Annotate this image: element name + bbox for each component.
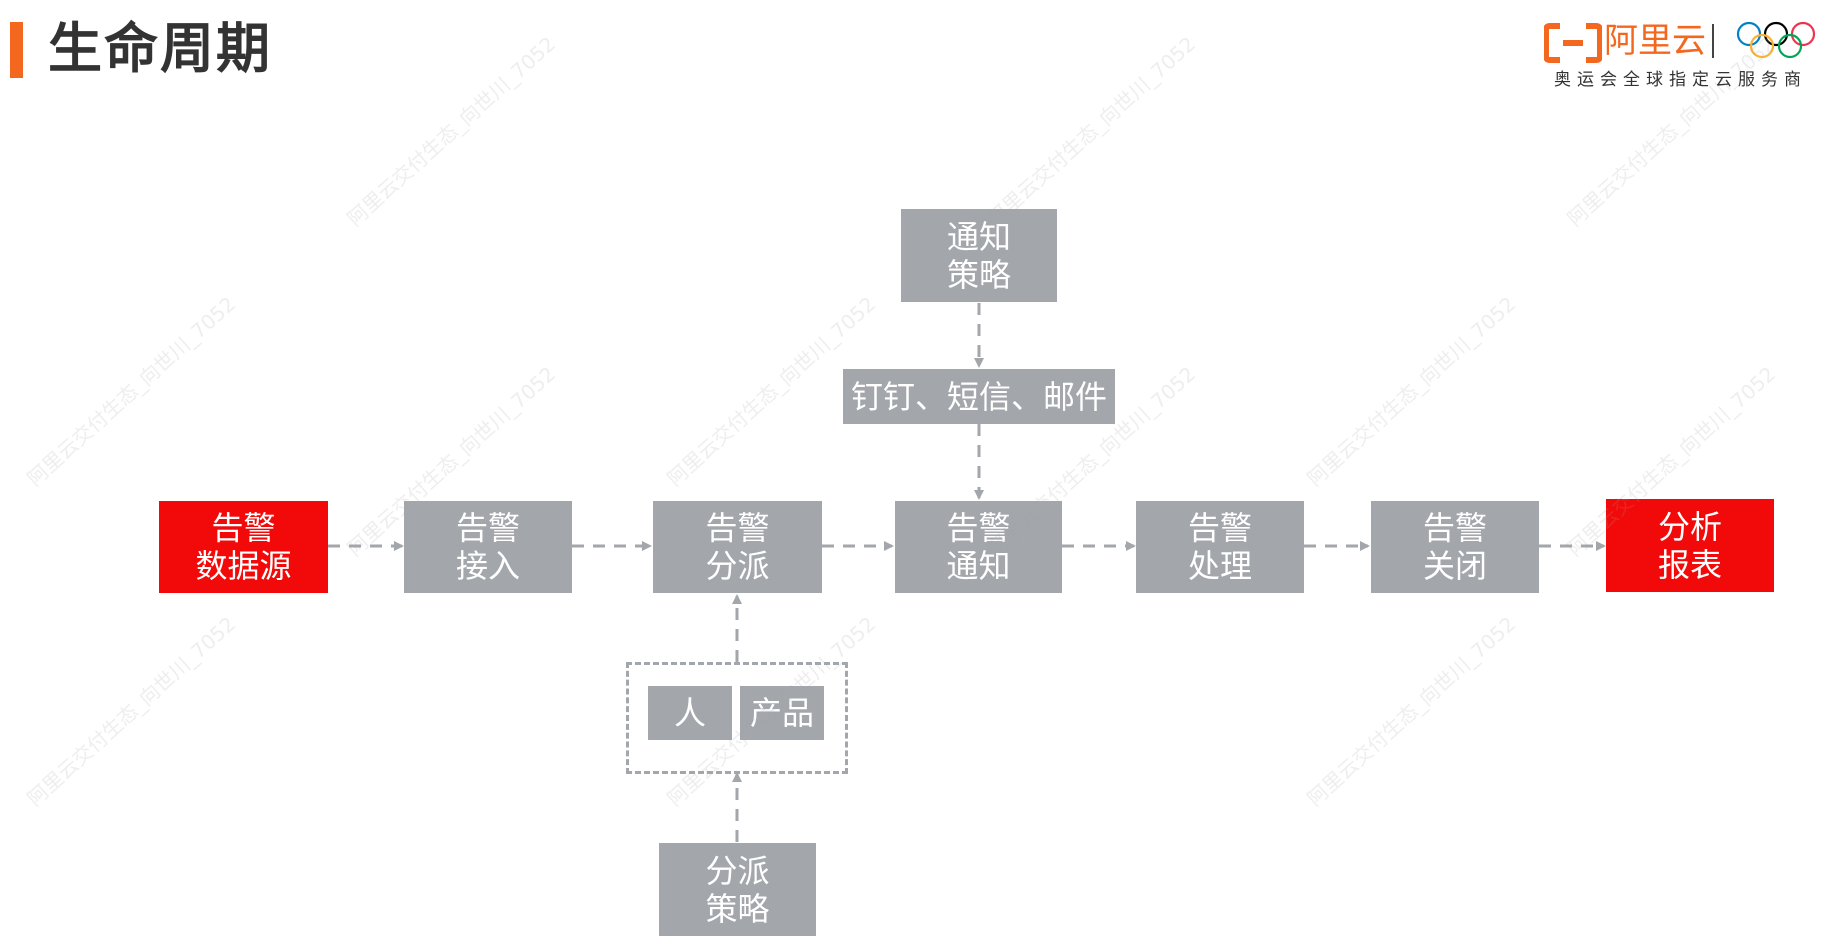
node-alert-handle: 告警 处理 bbox=[1136, 501, 1304, 593]
aliyun-logo-icon bbox=[1544, 23, 1602, 63]
page-title: 生命周期 bbox=[48, 17, 272, 80]
node-alert-ingest: 告警 接入 bbox=[404, 501, 572, 593]
title-accent-bar bbox=[10, 22, 23, 78]
brand-subtitle: 奥运会全球指定云服务商 bbox=[1554, 70, 1807, 90]
node-product: 产品 bbox=[740, 686, 824, 740]
node-notify-policy: 通知 策略 bbox=[901, 209, 1057, 302]
node-dispatch-policy: 分派 策略 bbox=[659, 843, 816, 936]
node-notify-channels: 钉钉、短信、邮件 bbox=[843, 369, 1115, 424]
brand-name: 阿里云 bbox=[1604, 21, 1706, 61]
node-analysis-report: 分析 报表 bbox=[1606, 499, 1774, 592]
node-person: 人 bbox=[648, 686, 732, 740]
brand-divider bbox=[1712, 24, 1714, 58]
dispatch-target-group bbox=[626, 662, 848, 774]
node-alert-close: 告警 关闭 bbox=[1371, 501, 1539, 593]
olympic-rings-icon bbox=[1736, 21, 1816, 59]
brand-block: 阿里云 奥运会全球指定云服务商 bbox=[1540, 10, 1822, 92]
node-alert-dispatch: 告警 分派 bbox=[653, 501, 822, 593]
node-alert-notify: 告警 通知 bbox=[895, 501, 1062, 593]
node-alert-source: 告警 数据源 bbox=[159, 501, 328, 593]
